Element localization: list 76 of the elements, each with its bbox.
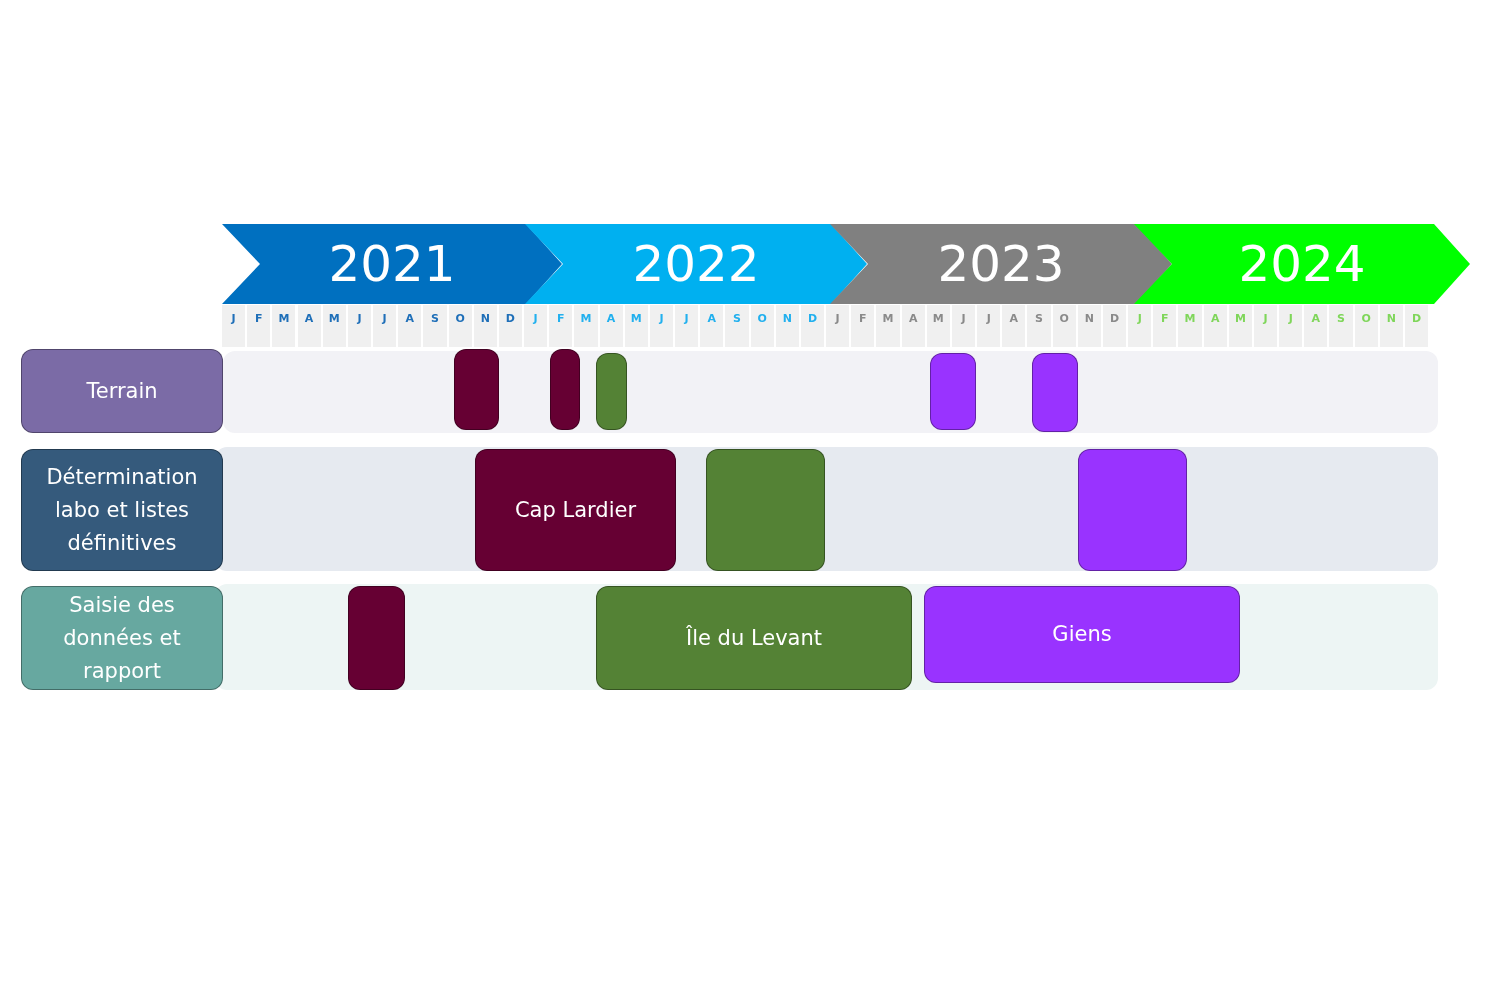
timeline-bar [550, 349, 580, 430]
timeline-bar [924, 586, 1240, 683]
month-cell: S [423, 305, 449, 347]
year-label: 2022 [632, 235, 760, 293]
month-cell: M [322, 305, 348, 347]
month-cell: D [1405, 305, 1431, 347]
month-cell: A [1203, 305, 1229, 347]
row-header-box [21, 586, 223, 690]
timeline-bar [348, 586, 405, 690]
month-cell: N [1379, 305, 1405, 347]
month-cell: F [549, 305, 575, 347]
month-cell: M [574, 305, 600, 347]
month-cell: A [700, 305, 726, 347]
month-cell: J [222, 305, 248, 347]
month-cell: D [800, 305, 827, 347]
year-banner [830, 224, 1172, 304]
month-cell: S [1329, 305, 1355, 347]
month-cell: A [901, 305, 927, 347]
month-cell: M [1228, 305, 1254, 347]
timeline-bar [596, 353, 627, 430]
month-cell: J [826, 305, 852, 347]
timeline-bar [454, 349, 499, 430]
month-cell: J [524, 305, 550, 347]
month-cell: J [1279, 305, 1305, 347]
month-cell: M [272, 305, 298, 347]
timeline-bar [1078, 449, 1187, 571]
month-cell: J [649, 305, 676, 347]
bar-label: Giens [1052, 621, 1112, 648]
month-cell: N [1077, 305, 1103, 347]
month-cell: J [977, 305, 1003, 347]
month-cell: A [398, 305, 424, 347]
month-cell: D [498, 305, 524, 347]
month-cell: N [775, 305, 801, 347]
month-cell: M [876, 305, 902, 347]
month-cell: N [473, 305, 499, 347]
month-cell: J [373, 305, 399, 347]
year-label: 2024 [1238, 235, 1366, 293]
month-cell: J [1253, 305, 1280, 347]
timeline-bar [930, 353, 976, 430]
month-cell: D [1102, 305, 1129, 347]
timeline-bar [596, 586, 912, 690]
year-banner [1134, 224, 1470, 304]
month-cell: M [624, 305, 650, 347]
month-cell: A [297, 305, 323, 347]
month-cell: O [750, 305, 776, 347]
month-cell: A [1002, 305, 1028, 347]
row-title: Saisie des données et rapport [62, 591, 182, 685]
timeline-bar [1032, 353, 1078, 432]
row-header-box [21, 449, 223, 571]
timeline-bar [475, 449, 676, 571]
month-cell: O [1052, 305, 1078, 347]
year-label: 2023 [937, 235, 1065, 293]
month-cell: J [951, 305, 978, 347]
month-cell: O [1354, 305, 1380, 347]
row-title: Détermination labo et listes définitives [45, 463, 199, 557]
month-cell: J [675, 305, 701, 347]
timeline-bar [706, 449, 825, 571]
month-cell: S [1027, 305, 1053, 347]
month-cell: J [347, 305, 373, 347]
year-label: 2021 [328, 235, 456, 293]
row-header-box [21, 349, 223, 433]
bar-label: Île du Levant [686, 624, 822, 652]
year-banner [525, 224, 867, 304]
month-cell: A [599, 305, 625, 347]
month-cell: J [1128, 305, 1154, 347]
month-cell: A [1304, 305, 1330, 347]
month-cell: F [1153, 305, 1179, 347]
month-cell: O [448, 305, 474, 347]
bar-label: Cap Lardier [514, 496, 637, 524]
month-cell: F [851, 305, 877, 347]
month-cell: F [247, 305, 273, 347]
month-cell: M [926, 305, 952, 347]
month-cell: S [725, 305, 751, 347]
row-title: Terrain [86, 377, 158, 405]
year-banner [222, 224, 562, 304]
month-cell: M [1178, 305, 1204, 347]
